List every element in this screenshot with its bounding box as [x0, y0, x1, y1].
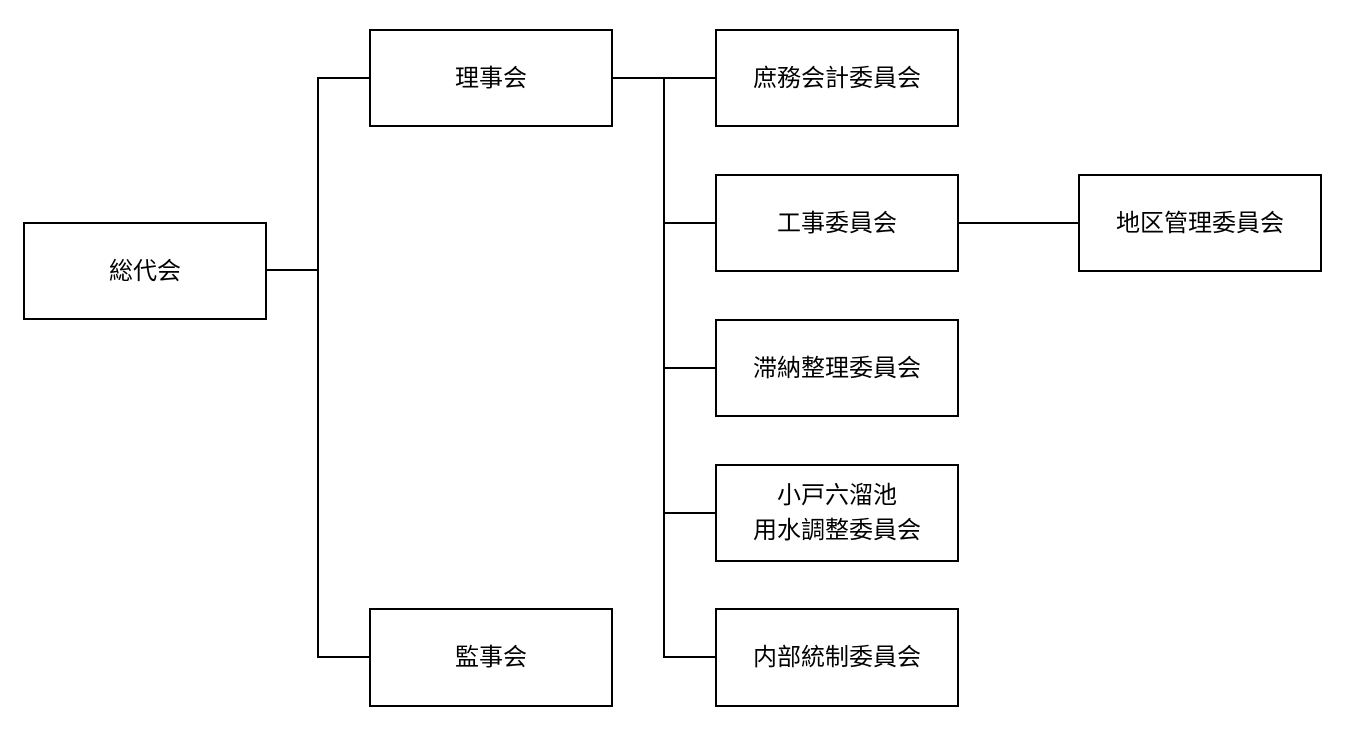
water-coordination-committee-box: 小戸六溜池 用水調整委員会: [715, 464, 959, 562]
general-accounting-committee-label: 庶務会計委員会: [753, 63, 921, 92]
internal-control-committee-box: 内部統制委員会: [715, 608, 959, 707]
connector-to-construction: [663, 222, 716, 224]
general-assembly-box: 総代会: [23, 222, 267, 320]
district-management-committee-box: 地区管理委員会: [1078, 174, 1322, 272]
water-coordination-committee-text: 小戸六溜池 用水調整委員会: [753, 478, 921, 548]
board-box: 理事会: [369, 29, 613, 127]
construction-committee-box: 工事委員会: [715, 174, 959, 272]
general-assembly-label: 総代会: [109, 256, 181, 285]
connector-trunk-to-board: [317, 77, 371, 79]
water-coordination-line1: 小戸六溜池: [777, 481, 897, 510]
general-accounting-committee-box: 庶務会計委員会: [715, 29, 959, 127]
connector-to-internal-control: [663, 656, 716, 658]
connector-left-trunk: [317, 77, 319, 658]
construction-committee-label: 工事委員会: [777, 208, 897, 237]
delinquency-committee-label: 滞納整理委員会: [753, 353, 921, 382]
internal-control-committee-label: 内部統制委員会: [753, 643, 921, 672]
connector-assembly-to-trunk: [266, 269, 318, 271]
connector-to-delinquency: [663, 367, 716, 369]
water-coordination-line2: 用水調整委員会: [753, 516, 921, 544]
connector-to-water-coordination: [663, 512, 716, 514]
delinquency-committee-box: 滞納整理委員会: [715, 319, 959, 417]
district-management-committee-label: 地区管理委員会: [1116, 208, 1284, 237]
auditors-box: 監事会: [369, 608, 613, 707]
board-label: 理事会: [455, 63, 527, 92]
connector-construction-to-district: [958, 222, 1079, 224]
auditors-label: 監事会: [455, 643, 527, 672]
connector-trunk-to-auditors: [317, 656, 371, 658]
